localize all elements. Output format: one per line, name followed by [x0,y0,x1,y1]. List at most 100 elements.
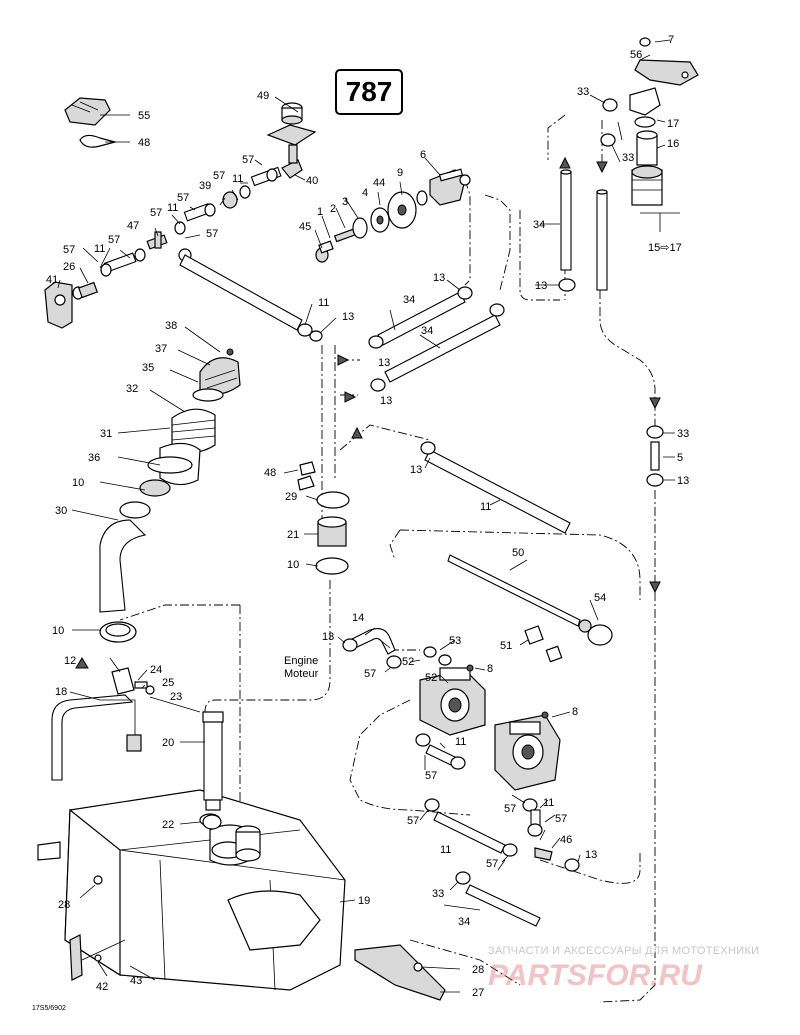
callout-13: 13 [322,631,334,643]
callout-33: 33 [432,888,444,900]
callout-50: 50 [512,547,524,559]
fuel-tank [37,694,346,991]
callout-5: 5 [677,452,683,464]
callout-13: 13 [410,464,422,476]
callout-11: 11 [455,736,466,748]
callout-11: 11 [94,243,105,255]
diagram-number-badge: 787 [335,69,403,115]
check-valve [646,425,664,487]
callout-11: 11 [440,844,451,856]
callout-13: 13 [378,357,390,369]
callout-labels: 55 48 49 40 57 11 57 39 57 11 57 47 57 5… [32,34,689,1012]
callout-13: 13 [433,272,445,284]
callout-57: 57 [108,234,120,246]
callout-10: 10 [72,477,84,489]
callout-11: 11 [480,501,491,513]
callout-40: 40 [306,175,318,187]
callout-28: 28 [58,899,70,911]
callout-33: 33 [677,428,689,440]
callout-39: 39 [199,180,211,192]
callout-11: 11 [232,173,243,185]
callout-48: 48 [264,467,276,479]
callout-34: 34 [533,219,545,231]
callout-9: 9 [397,167,403,179]
callout-25: 25 [162,677,174,689]
callout-3: 3 [342,196,348,208]
callout-13: 13 [342,311,354,323]
callout-28: 28 [472,964,484,976]
callout-52: 52 [402,656,414,668]
callout-41: 41 [46,274,58,286]
callout-18: 18 [55,686,67,698]
pickup-tube [202,711,224,830]
callout-37: 37 [155,343,167,355]
callout-8: 8 [487,663,493,675]
callout-14: 14 [352,612,364,624]
callout-4: 4 [362,187,368,199]
ref-15-17: 15⇨17 [648,242,682,254]
center-hoses [368,286,505,392]
callout-38: 38 [165,320,177,332]
center-tube [420,441,571,534]
callout-53: 53 [449,635,461,647]
callout-33: 33 [577,86,589,98]
callout-45: 45 [299,221,311,233]
callout-13: 13 [535,280,547,292]
vent-fittings [75,657,155,695]
callout-23: 23 [170,691,182,703]
callout-33: 33 [622,152,634,164]
top-left-fittings [44,97,323,342]
callout-57: 57 [364,668,376,680]
callout-21: 21 [287,529,299,541]
callout-13: 13 [380,395,392,407]
engine-hose [342,628,396,655]
engine-label-line2: Moteur [284,668,319,680]
callout-49: 49 [257,90,269,102]
carburetors [386,646,561,791]
callout-48: 48 [138,137,150,149]
callout-57: 57 [242,154,254,166]
callout-22: 22 [162,819,174,831]
watermark-tagline: ЗАПЧАСТИ И АКСЕССУАРЫ ДЛЯ МОТОТЕХНИКИ [488,945,759,957]
callout-42: 42 [96,981,108,993]
filler-neck-assembly [99,348,241,643]
callout-10: 10 [287,559,299,571]
callout-35: 35 [142,362,154,374]
callout-11: 11 [318,297,329,309]
callout-8: 8 [572,706,578,718]
callout-57: 57 [407,815,419,827]
callout-19: 19 [358,895,370,907]
callout-31: 31 [100,428,112,440]
callout-47: 47 [127,220,139,232]
callout-6: 6 [420,149,426,161]
callout-11: 11 [167,202,178,214]
callout-54: 54 [594,592,606,604]
diagram-number: 787 [346,76,393,107]
callout-55: 55 [138,110,150,122]
callout-34: 34 [421,325,433,337]
callout-7: 7 [668,34,674,46]
callout-57: 57 [206,228,218,240]
callout-57: 57 [63,244,75,256]
callout-34: 34 [458,916,470,928]
flow-arrows [337,156,661,594]
callout-43: 43 [130,975,142,987]
callout-57: 57 [504,803,516,815]
callout-52: 52 [425,672,437,684]
callout-27: 27 [472,987,484,999]
callout-16: 16 [667,138,679,150]
callout-24: 24 [150,664,162,676]
callout-26: 26 [63,261,75,273]
callout-29: 29 [285,491,297,503]
callout-36: 36 [88,452,100,464]
callout-20: 20 [162,737,174,749]
callout-57: 57 [425,770,437,782]
callout-12: 12 [64,655,76,667]
callout-2: 2 [330,203,336,215]
callout-57: 57 [213,170,225,182]
callout-44: 44 [373,177,385,189]
callout-56: 56 [630,49,642,61]
callout-34: 34 [403,294,415,306]
watermark: ЗАПЧАСТИ И АКСЕССУАРЫ ДЛЯ МОТОТЕХНИКИ PA… [488,945,759,992]
